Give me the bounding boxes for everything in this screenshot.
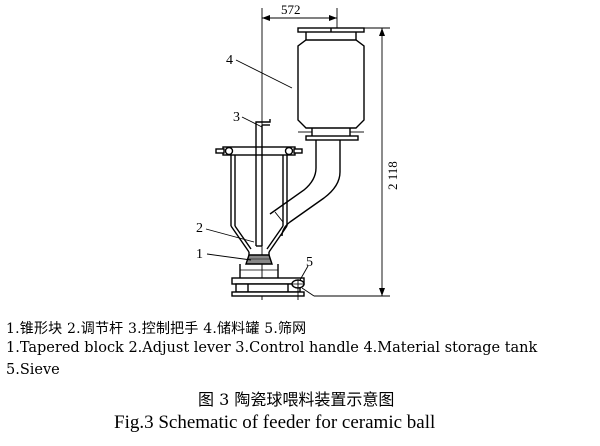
material-storage-tank bbox=[297, 27, 365, 152]
legend-chinese: 1.锥形块 2.调节杆 3.控制把手 4.储料罐 5.筛网 bbox=[6, 321, 307, 337]
leader-1 bbox=[206, 253, 252, 261]
figure-caption-chinese: 图 3 陶瓷球喂料装置示意图 bbox=[198, 390, 395, 409]
leader-2 bbox=[205, 228, 255, 243]
leader-3 bbox=[241, 116, 263, 128]
legend-english-sieve: 5.Sieve bbox=[6, 362, 60, 378]
hopper-body bbox=[215, 146, 303, 262]
adjust-lever bbox=[255, 125, 263, 247]
part-label-2: 2 bbox=[196, 221, 203, 236]
leader-4 bbox=[235, 59, 293, 89]
tapered-block bbox=[245, 254, 273, 265]
base-frame bbox=[231, 264, 305, 297]
part-label-3: 3 bbox=[233, 110, 240, 125]
legend-english: 1.Tapered block 2.Adjust lever 3.Control… bbox=[6, 340, 538, 356]
figure-caption-english: Fig.3 Schematic of feeder for ceramic ba… bbox=[114, 412, 436, 433]
dim-width-label: 572 bbox=[281, 2, 301, 17]
part-label-5: 5 bbox=[306, 255, 313, 270]
feed-pipe bbox=[269, 152, 341, 237]
dim-height-label: 2 118 bbox=[385, 161, 400, 190]
control-handle bbox=[255, 119, 271, 126]
part-label-1: 1 bbox=[196, 247, 203, 262]
part-label-4: 4 bbox=[226, 53, 233, 68]
sieve bbox=[291, 279, 315, 300]
leader-5 bbox=[299, 265, 309, 281]
feeder-schematic: 572 2 118 4 3 2 1 5 bbox=[196, 2, 400, 300]
